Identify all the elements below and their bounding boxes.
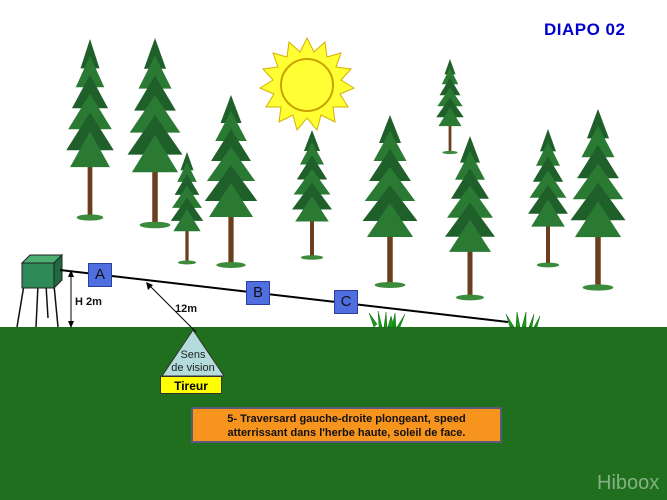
trajectory-point-c: C (334, 290, 358, 314)
watermark-logo: Hiboox (597, 472, 659, 495)
tree-icon (128, 38, 183, 228)
trajectory-line (60, 270, 508, 322)
trajectory-point-b: B (246, 281, 270, 305)
distance-label: 12m (175, 303, 197, 315)
tree-icon (363, 115, 418, 288)
trajectory-point-a: A (88, 263, 112, 287)
tree-icon (205, 95, 258, 268)
tree-icon (528, 129, 568, 267)
tree-icon (292, 130, 332, 260)
caption-line2: atterrissant dans l'herbe haute, soleil … (193, 426, 500, 440)
trap-house-icon (17, 255, 62, 327)
vision-label-line2: de vision (164, 362, 222, 375)
grass-tuft-icon (506, 312, 540, 327)
caption-box: 5- Traversard gauche-droite plongeant, s… (191, 407, 502, 443)
slide-title: DIAPO 02 (544, 20, 625, 40)
vision-label: Sens de vision (164, 349, 222, 375)
tree-icon (571, 109, 626, 291)
height-dimension (68, 270, 74, 328)
vision-label-line1: Sens (164, 349, 222, 362)
tree-icon (436, 59, 464, 154)
caption-line1: 5- Traversard gauche-droite plongeant, s… (193, 412, 500, 426)
grass-tuft-icon (369, 311, 405, 327)
height-label: H 2m (75, 296, 102, 308)
tree-icon (66, 39, 114, 221)
shooter-label: Tireur (160, 376, 222, 394)
sun-icon (260, 38, 354, 130)
tree-icon (445, 136, 495, 300)
